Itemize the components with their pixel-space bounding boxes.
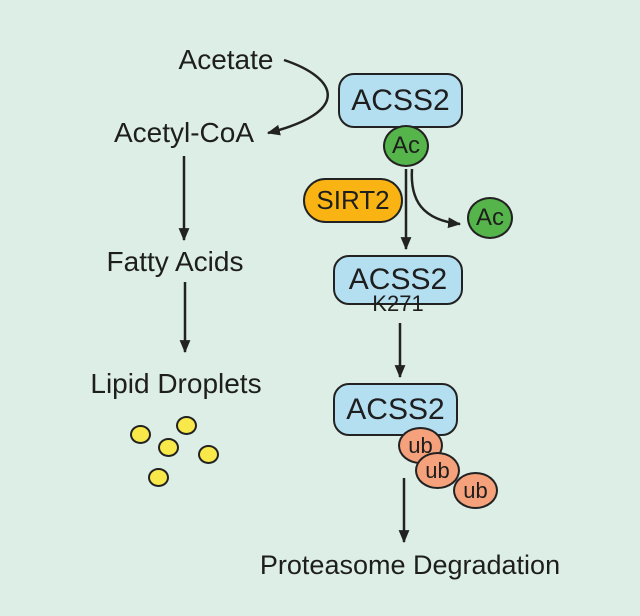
lipid-droplet — [148, 468, 169, 487]
label-acetate: Acetate — [178, 44, 274, 75]
node-acss2-k271-residue: K271 — [372, 291, 424, 316]
arrow-acetate-to-acetylcoa — [266, 58, 329, 136]
label-proteasome-degradation: Proteasome Degradation — [259, 550, 561, 580]
ubiquitin-3-label: ub — [463, 477, 488, 503]
node-acss2-k271-label: ACSS2 — [348, 263, 448, 296]
node-acss2-top-label: ACSS2 — [351, 83, 450, 117]
lipid-droplet — [198, 445, 219, 464]
acetyl-group-attached: Ac — [383, 125, 429, 167]
label-lipid-droplets: Lipid Droplets — [90, 368, 262, 399]
lipid-droplet — [130, 425, 151, 444]
node-acss2-ubiquitinated-label: ACSS2 — [346, 392, 445, 426]
lipid-droplet — [176, 416, 197, 435]
acetyl-group-attached-label: Ac — [391, 132, 420, 159]
acetyl-group-released-label: Ac — [475, 204, 504, 231]
lipid-droplet — [158, 438, 179, 457]
node-acss2-ubiquitinated: ACSS2 — [333, 383, 458, 436]
label-fatty-acids: Fatty Acids — [106, 246, 244, 277]
ubiquitin-3: ub — [453, 472, 498, 509]
node-acss2-k271: ACSS2 K271 — [333, 255, 463, 316]
node-acss2-top: ACSS2 — [338, 73, 463, 128]
ubiquitin-2: ub — [415, 452, 460, 489]
node-sirt2: SIRT2 — [303, 178, 403, 223]
acetyl-group-released: Ac — [467, 197, 513, 239]
label-acetyl-coa: Acetyl-CoA — [113, 117, 255, 148]
arrow-ac-release — [410, 168, 462, 229]
ubiquitin-2-label: ub — [425, 457, 450, 483]
node-sirt2-label: SIRT2 — [316, 185, 390, 215]
